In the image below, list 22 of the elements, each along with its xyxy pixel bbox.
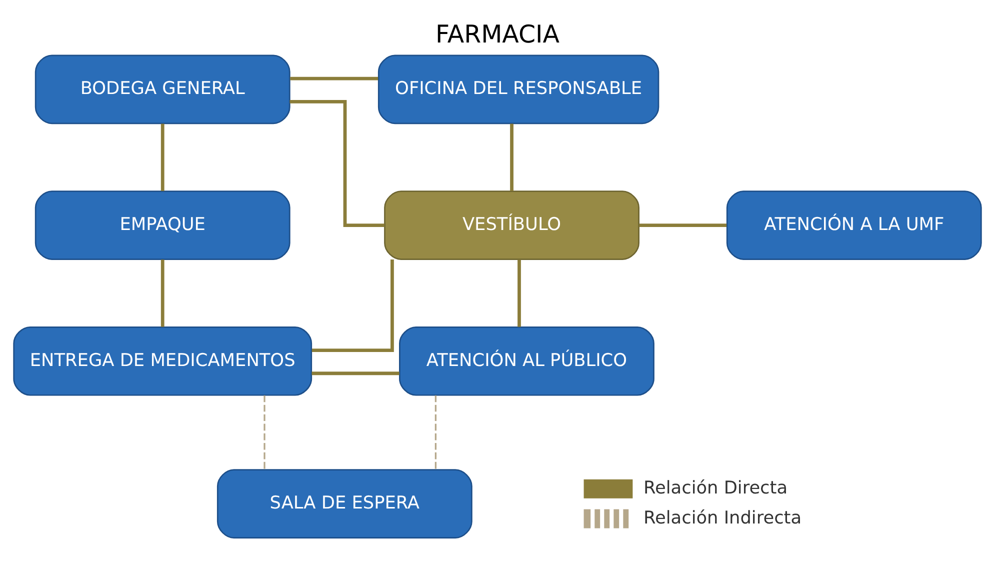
node-box: ATENCIÓN A LA UMF [726, 190, 982, 260]
node-box: OFICINA DEL RESPONSABLE [378, 54, 660, 124]
node-box: ENTREGA DE MEDICAMENTOS [13, 326, 312, 396]
connector [312, 372, 400, 376]
connector [290, 100, 385, 227]
connector [434, 395, 436, 470]
node-box: EMPAQUE [34, 190, 290, 260]
node-box: SALA DE ESPERA [216, 469, 472, 538]
connector [290, 76, 378, 80]
connector [160, 124, 164, 192]
connector [312, 259, 394, 352]
connector [264, 395, 266, 470]
node-box: BODEGA GENERAL [34, 54, 290, 124]
connector [510, 124, 514, 192]
diagram-title: FARMACIA [436, 19, 560, 48]
node-box: ATENCIÓN AL PÚBLICO [399, 326, 654, 396]
connector [518, 260, 521, 327]
connector [160, 260, 164, 327]
connector [639, 224, 727, 227]
legend-label: Relación Indirecta [644, 508, 802, 528]
node-box: VESTÍBULO [384, 190, 640, 260]
legend-label: Relación Directa [644, 478, 788, 498]
